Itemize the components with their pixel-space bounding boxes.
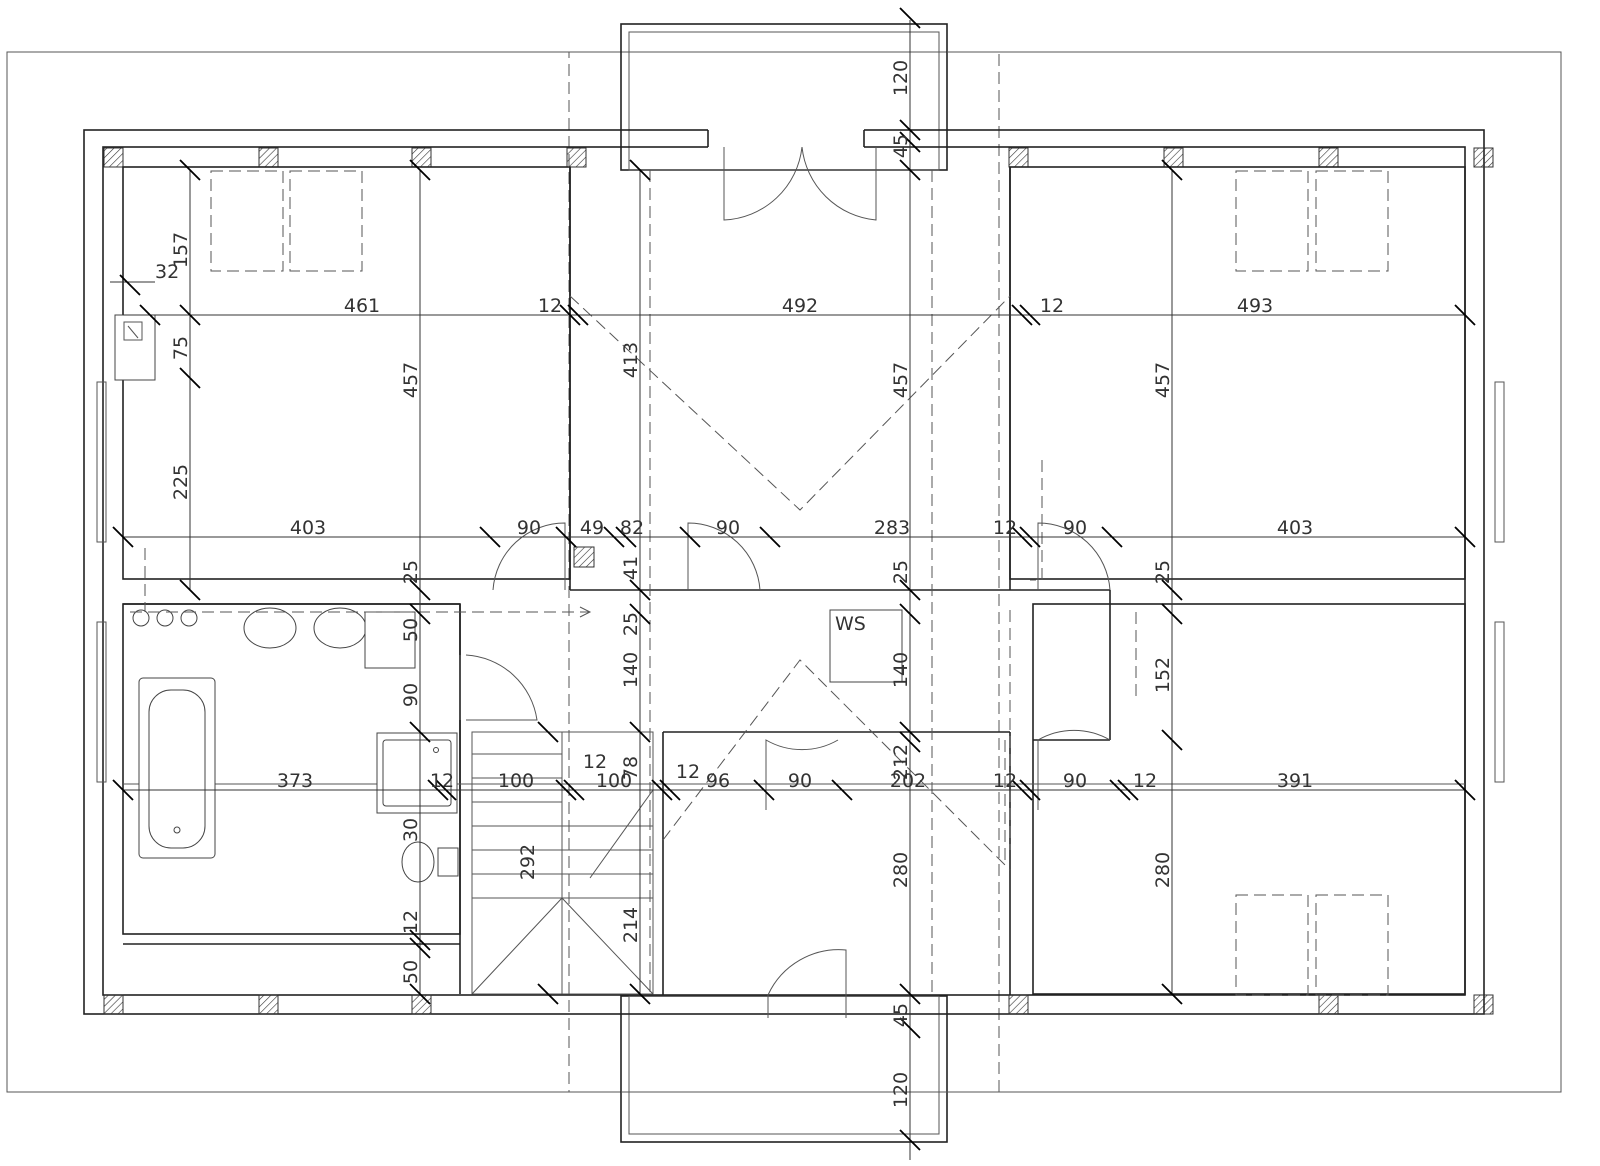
dim-457-b: 457 [890, 362, 912, 398]
dim-12-h: 12 [1133, 770, 1157, 792]
staircase [471, 731, 654, 995]
dim-12-d: 12 [583, 751, 607, 773]
side-windows [96, 381, 1505, 783]
dim-225: 225 [170, 464, 192, 500]
dim-152: 152 [1152, 657, 1174, 693]
dim-100-a: 100 [498, 770, 534, 792]
dim-82: 82 [620, 517, 644, 539]
dim-212: 212 [890, 744, 912, 780]
dim-283: 283 [874, 517, 910, 539]
dim-50-b: 50 [400, 960, 422, 984]
service-runs [130, 460, 1137, 860]
dim-373: 373 [277, 770, 313, 792]
dim-25-d: 25 [620, 612, 642, 636]
dim-75: 75 [170, 336, 192, 360]
dimension-ticks [112, 7, 1476, 1151]
dim-45-bottom: 45 [890, 1003, 912, 1027]
dim-140-b: 140 [890, 652, 912, 688]
dim-493: 493 [1237, 295, 1273, 317]
dim-457-a: 457 [400, 362, 422, 398]
bathroom-fixtures [114, 314, 459, 883]
dim-292: 292 [517, 844, 539, 880]
roof-outline [6, 51, 1562, 1093]
dim-90-b: 90 [716, 517, 740, 539]
dim-214: 214 [620, 907, 642, 943]
dim-96: 96 [706, 770, 730, 792]
doors [465, 522, 1111, 1018]
dim-41: 41 [620, 556, 642, 580]
dim-12-e: 12 [676, 761, 700, 783]
dim-30: 30 [400, 818, 422, 842]
dim-78: 78 [620, 756, 642, 780]
dim-202: 202 [890, 770, 926, 792]
dim-12-g: 12 [993, 770, 1017, 792]
dim-25-a: 25 [400, 560, 422, 584]
balcony-door [723, 146, 877, 221]
dim-403-a: 403 [290, 517, 326, 539]
dim-461: 461 [344, 295, 380, 317]
dim-403-b: 403 [1277, 517, 1313, 539]
external-walls [83, 120, 1485, 1015]
balcony-bottom [620, 995, 948, 1143]
roof-lines [569, 170, 1011, 994]
dim-140-a: 140 [620, 652, 642, 688]
dormer-outline [568, 51, 1000, 1093]
dim-50-a: 50 [400, 618, 422, 642]
dim-492: 492 [782, 295, 818, 317]
dim-280-b: 280 [1152, 852, 1174, 888]
dim-12-f: 12 [430, 770, 454, 792]
beds [210, 170, 1389, 996]
dim-12-c: 12 [993, 517, 1017, 539]
dim-25-c: 25 [1152, 560, 1174, 584]
dim-90-d: 90 [400, 683, 422, 707]
dim-280-a: 280 [890, 852, 912, 888]
washing-machine [829, 609, 903, 683]
dim-90-e: 90 [788, 770, 812, 792]
dim-120-top: 120 [890, 60, 912, 96]
dim-12-b: 12 [1040, 295, 1064, 317]
dim-12-a: 12 [538, 295, 562, 317]
wall-posts [103, 147, 1494, 1015]
dim-90-f: 90 [1063, 770, 1087, 792]
dim-157: 157 [170, 232, 192, 268]
dim-100-b: 100 [596, 770, 632, 792]
dim-90-a: 90 [517, 517, 541, 539]
dim-32: 32 [155, 261, 179, 283]
dimension-labels: 157 32 75 225 461 12 492 12 493 413 457 … [155, 60, 1313, 1108]
dim-12-i: 12 [400, 910, 422, 934]
dim-45-top: 45 [890, 134, 912, 158]
washing-machine-label: WS [835, 613, 866, 635]
balcony-top [620, 23, 948, 171]
dim-457-c: 457 [1152, 362, 1174, 398]
dim-120-bottom: 120 [890, 1072, 912, 1108]
dim-25-b: 25 [890, 560, 912, 584]
dim-49: 49 [580, 517, 604, 539]
dim-90-c: 90 [1063, 517, 1087, 539]
dim-391: 391 [1277, 770, 1313, 792]
dim-413: 413 [620, 342, 642, 378]
interior-walls [122, 166, 1466, 995]
